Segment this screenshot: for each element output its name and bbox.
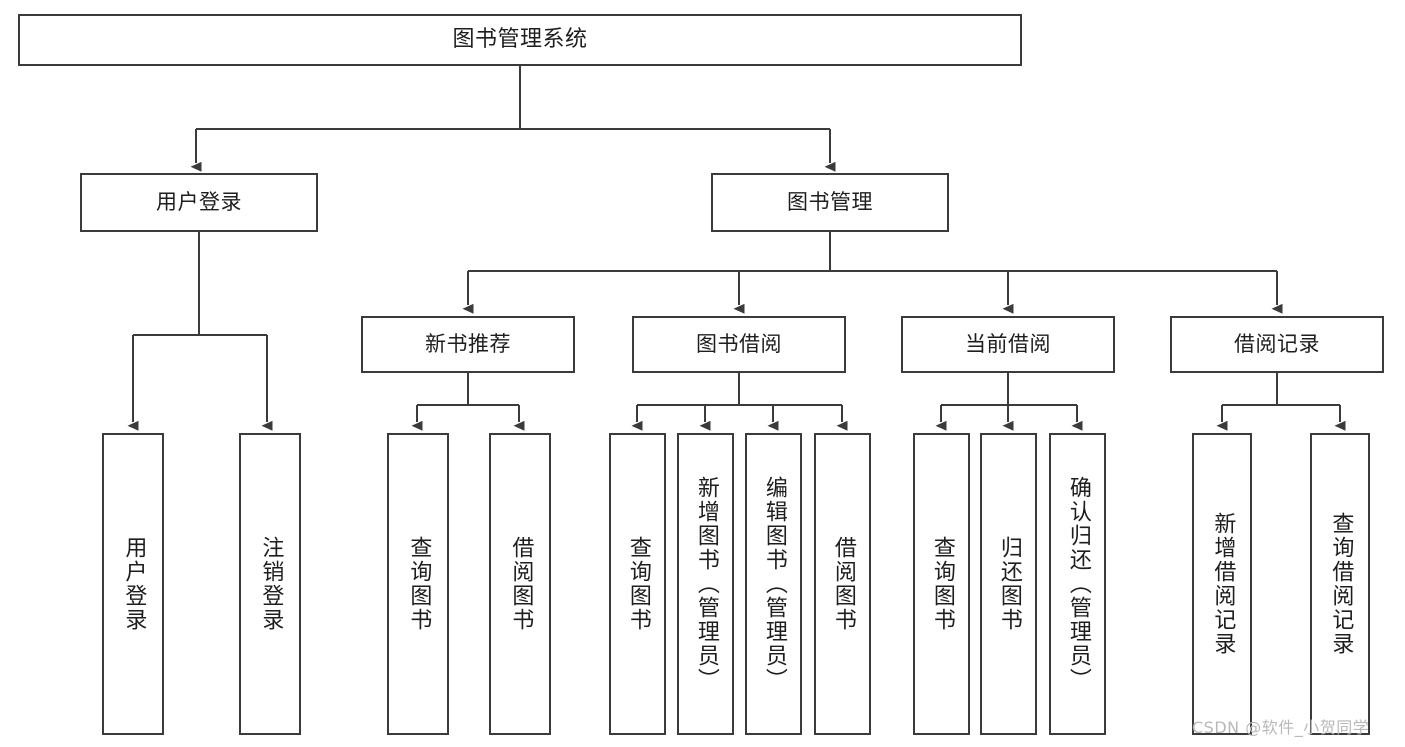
node-borrow-record-label: 借阅记录: [1234, 332, 1320, 357]
node-leaf-edit-book[interactable]: 编辑图书（管理员）: [745, 433, 802, 735]
csdn-watermark: CSDN @软件_小贺同学: [1192, 718, 1370, 737]
node-leaf-add-book[interactable]: 新增图书（管理员）: [677, 433, 734, 735]
node-leaf-query-record-label: 查询借阅记录: [1328, 512, 1354, 656]
node-current-borrow[interactable]: 当前借阅: [901, 316, 1115, 373]
node-leaf-user-login[interactable]: 用户登录: [102, 433, 164, 735]
node-leaf-user-logout[interactable]: 注销登录: [239, 433, 301, 735]
node-root[interactable]: 图书管理系统: [18, 14, 1022, 66]
node-leaf-query-book-3[interactable]: 查询图书: [913, 433, 970, 735]
node-leaf-borrow-book-2[interactable]: 借阅图书: [814, 433, 871, 735]
node-book-manage[interactable]: 图书管理: [711, 173, 949, 232]
node-new-book-recommend[interactable]: 新书推荐: [361, 316, 575, 373]
node-leaf-query-book-1-label: 查询图书: [406, 536, 432, 632]
node-leaf-confirm-return[interactable]: 确认归还（管理员）: [1049, 433, 1106, 735]
node-book-manage-label: 图书管理: [787, 190, 873, 215]
node-user-login-label: 用户登录: [156, 190, 242, 215]
node-leaf-user-login-label: 用户登录: [121, 536, 147, 632]
node-leaf-query-book-3-label: 查询图书: [929, 536, 955, 632]
node-leaf-return-book[interactable]: 归还图书: [980, 433, 1037, 735]
node-new-book-recommend-label: 新书推荐: [425, 332, 511, 357]
node-borrow-record[interactable]: 借阅记录: [1170, 316, 1384, 373]
node-current-borrow-label: 当前借阅: [965, 332, 1051, 357]
node-leaf-borrow-book-1[interactable]: 借阅图书: [489, 433, 551, 735]
node-root-label: 图书管理系统: [452, 27, 588, 53]
node-leaf-edit-book-label: 编辑图书（管理员）: [761, 476, 787, 692]
node-leaf-query-record[interactable]: 查询借阅记录: [1310, 433, 1370, 735]
node-leaf-return-book-label: 归还图书: [996, 536, 1022, 632]
node-leaf-add-record[interactable]: 新增借阅记录: [1192, 433, 1252, 735]
node-leaf-query-book-2[interactable]: 查询图书: [609, 433, 666, 735]
node-leaf-add-book-label: 新增图书（管理员）: [693, 476, 719, 692]
node-leaf-borrow-book-2-label: 借阅图书: [830, 536, 856, 632]
node-leaf-user-logout-label: 注销登录: [258, 536, 284, 632]
node-leaf-confirm-return-label: 确认归还（管理员）: [1065, 476, 1091, 692]
node-leaf-borrow-book-1-label: 借阅图书: [508, 536, 534, 632]
node-leaf-query-book-2-label: 查询图书: [625, 536, 651, 632]
node-book-borrow-label: 图书借阅: [696, 332, 782, 357]
node-leaf-query-book-1[interactable]: 查询图书: [387, 433, 449, 735]
node-leaf-add-record-label: 新增借阅记录: [1210, 512, 1236, 656]
node-user-login[interactable]: 用户登录: [80, 173, 318, 232]
node-book-borrow[interactable]: 图书借阅: [632, 316, 846, 373]
